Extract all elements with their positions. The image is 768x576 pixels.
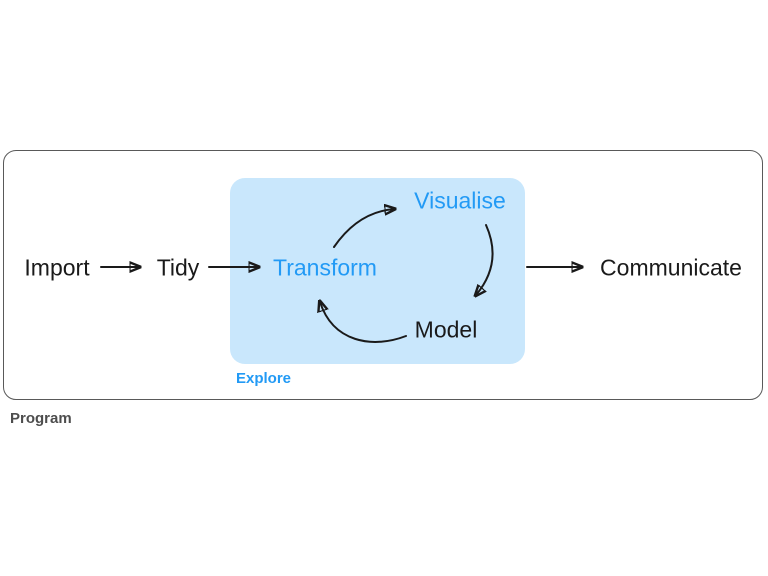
- node-communicate: Communicate: [600, 254, 742, 281]
- node-model: Model: [414, 316, 478, 343]
- program-box: [3, 150, 763, 400]
- program-region-label: Program: [10, 410, 72, 427]
- node-import: Import: [24, 254, 90, 281]
- node-tidy: Tidy: [156, 254, 200, 281]
- node-visualise: Visualise: [414, 187, 506, 214]
- node-transform: Transform: [273, 254, 377, 281]
- explore-region-label: Explore: [236, 370, 292, 387]
